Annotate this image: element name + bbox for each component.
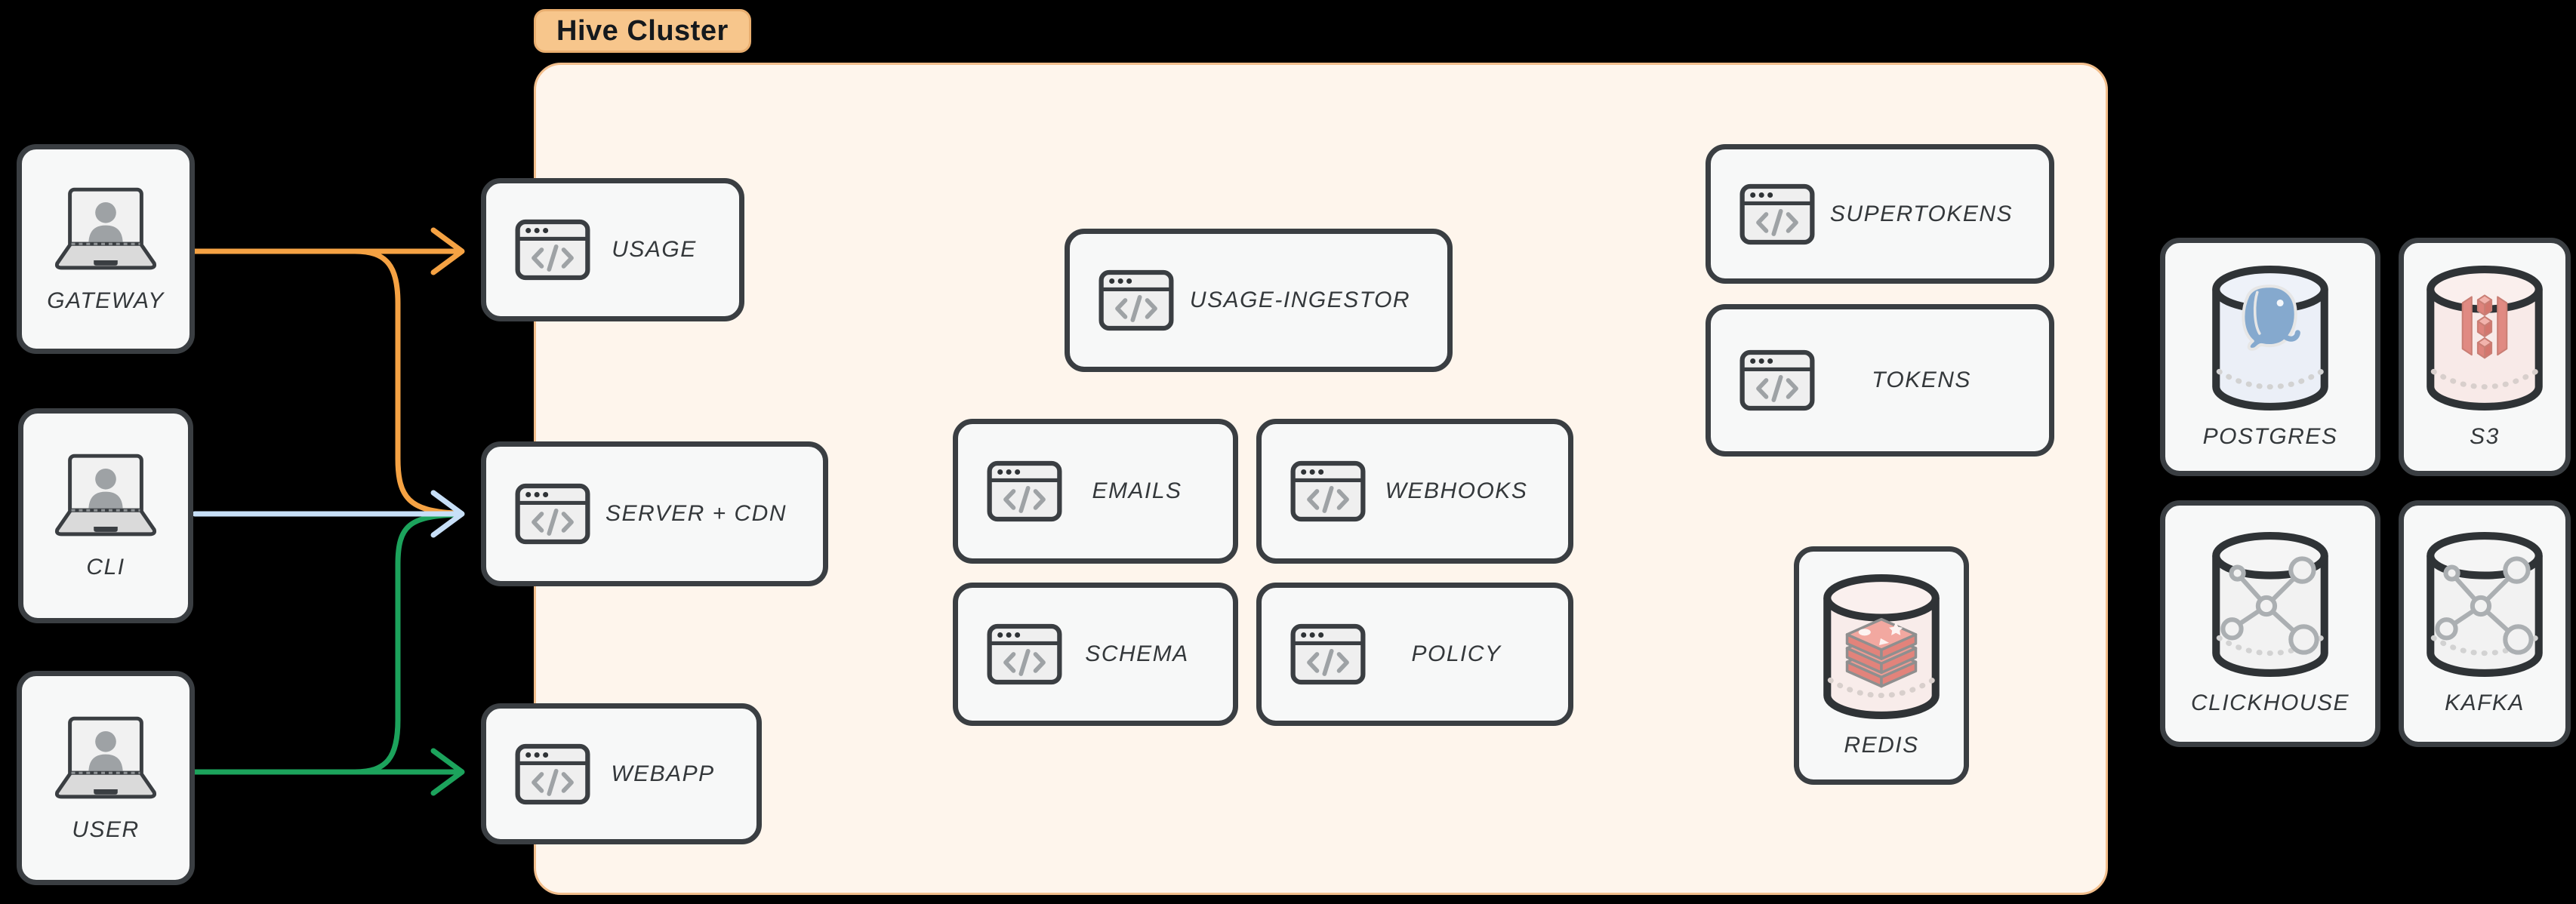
arrow-user-to-server-cdn [352, 512, 458, 775]
service-node-schema: SCHEMA [953, 583, 1238, 726]
datastore-node-s3: S3 [2399, 238, 2571, 476]
service-node-webhooks: WEBHOOKS [1256, 419, 1573, 564]
arrow-gateway-to-server-cdn [352, 248, 458, 516]
service-usage-ingestor-label: USAGE-INGESTOR [1189, 287, 1411, 312]
client-cli-label: CLI [86, 555, 125, 580]
code-window-icon [1290, 460, 1366, 522]
service-webhooks-label: WEBHOOKS [1385, 478, 1528, 503]
client-node-user: USER [17, 671, 195, 885]
datastore-node-redis: REDIS [1794, 546, 1969, 785]
service-node-emails: EMAILS [953, 419, 1238, 564]
code-window-icon [515, 743, 590, 805]
code-window-icon [1290, 623, 1366, 685]
service-webapp-label: WEBAPP [611, 761, 715, 786]
laptop-user-icon [46, 185, 165, 273]
s3-database-icon [2420, 265, 2550, 414]
datastore-clickhouse-label: CLICKHOUSE [2190, 690, 2350, 715]
datastore-kafka-label: KAFKA [2445, 690, 2525, 715]
code-window-icon [987, 460, 1062, 522]
datastore-postgres-label: POSTGRES [2202, 423, 2338, 449]
kafka-database-icon [2420, 531, 2550, 680]
service-node-supertokens: SUPERTOKENS [1706, 144, 2054, 284]
arrowhead-usage [430, 227, 465, 275]
service-node-usage: USAGE [481, 178, 744, 321]
code-window-icon [515, 483, 590, 545]
datastore-node-kafka: KAFKA [2399, 500, 2571, 747]
service-usage-label: USAGE [612, 237, 697, 262]
client-gateway-label: GATEWAY [47, 287, 165, 313]
service-emails-label: EMAILS [1092, 478, 1182, 503]
service-tokens-label: TOKENS [1872, 367, 1971, 392]
service-policy-label: POLICY [1411, 641, 1502, 666]
code-window-icon [987, 623, 1062, 685]
service-node-server-cdn: SERVER + CDN [481, 441, 828, 586]
service-server-cdn-label: SERVER + CDN [605, 501, 787, 526]
client-user-label: USER [72, 816, 140, 842]
datastore-s3-label: S3 [2470, 423, 2500, 449]
arrowhead-webapp [430, 748, 465, 796]
client-node-cli: CLI [18, 408, 193, 623]
code-window-icon [1098, 269, 1174, 331]
datastore-redis-label: REDIS [1844, 732, 1919, 758]
service-schema-label: SCHEMA [1085, 641, 1189, 666]
datastore-node-clickhouse: CLICKHOUSE [2160, 500, 2380, 747]
code-window-icon [1739, 183, 1815, 245]
laptop-user-icon [46, 451, 165, 540]
client-node-gateway: GATEWAY [17, 144, 195, 354]
code-window-icon [515, 219, 590, 281]
arrowhead-server-cdn [430, 490, 465, 538]
service-node-tokens: TOKENS [1706, 304, 2054, 457]
code-window-icon [1739, 349, 1815, 411]
clickhouse-database-icon [2205, 531, 2335, 680]
laptop-user-icon [46, 714, 165, 802]
service-node-webapp: WEBAPP [481, 703, 762, 844]
service-node-usage-ingestor: USAGE-INGESTOR [1065, 229, 1453, 372]
hive-cluster-badge: Hive Cluster [534, 9, 751, 53]
service-supertokens-label: SUPERTOKENS [1829, 201, 2014, 226]
service-node-policy: POLICY [1256, 583, 1573, 726]
postgres-database-icon [2205, 265, 2335, 414]
datastore-node-postgres: POSTGRES [2160, 238, 2380, 476]
redis-database-icon [1816, 573, 1946, 722]
